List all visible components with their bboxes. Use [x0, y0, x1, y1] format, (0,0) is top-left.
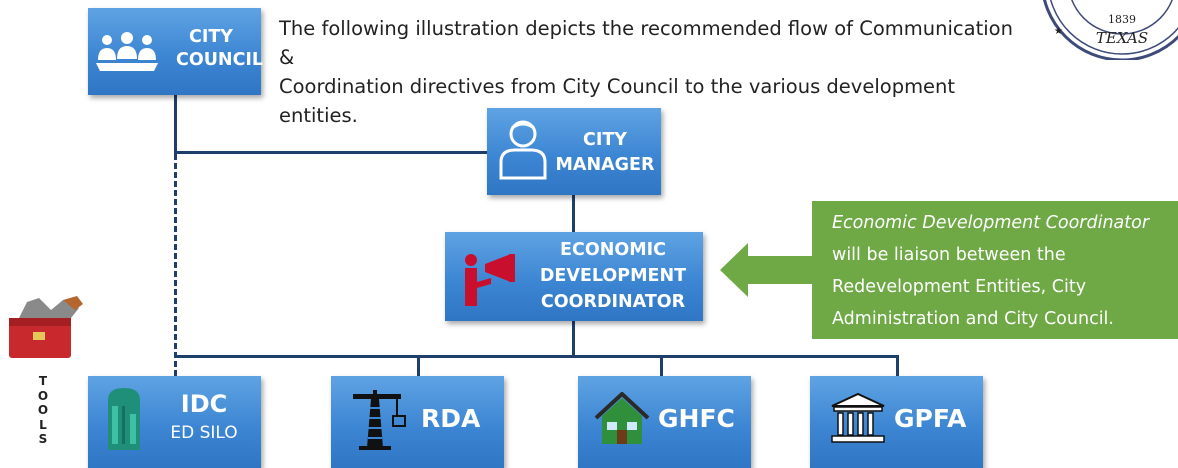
ghfc-box: GHFC	[578, 376, 751, 468]
tools-letter-3: O	[37, 403, 49, 417]
callout-line-1: will be liaison between the	[832, 245, 1066, 265]
tools-letter-2: O	[37, 388, 49, 403]
intro-line-2: Coordination directives from City Counci…	[279, 75, 956, 127]
city-manager-line-1: CITY	[583, 130, 627, 150]
tools-letter-4: L	[39, 417, 47, 432]
bank-icon	[831, 392, 885, 443]
liaison-callout: Economic Development Coordinator will be…	[812, 201, 1178, 339]
silo-icon	[108, 388, 140, 450]
connector-gpfa	[896, 355, 899, 376]
connector-dashed	[174, 154, 177, 376]
city-manager-box: CITY MANAGER	[487, 108, 661, 195]
city-council-line-1: CITY	[189, 27, 233, 47]
idc-line-2: ED SILO	[170, 423, 238, 443]
megaphone-icon	[465, 254, 515, 306]
connector-horizontal-bus	[174, 355, 899, 358]
edc-line-1: ECONOMIC	[560, 240, 666, 260]
edc-box: ECONOMIC DEVELOPMENT COORDINATOR	[445, 232, 703, 321]
connector-edc-down	[572, 321, 575, 356]
edc-line-2: DEVELOPMENT	[539, 266, 687, 286]
city-council-box: CITY COUNCIL	[88, 8, 264, 95]
idc-line-1: IDC	[180, 390, 228, 418]
tools-letter-5: S	[38, 432, 48, 446]
arrow-left-icon	[720, 243, 816, 297]
connector-council-manager	[174, 151, 489, 154]
crane-icon	[353, 390, 406, 450]
group-people-icon	[96, 32, 158, 71]
connector-council-down	[174, 95, 177, 154]
rda-label: RDA	[421, 404, 481, 433]
idc-box: IDC ED SILO	[88, 376, 261, 468]
connector-ghfc	[660, 355, 663, 376]
tools-vertical-label: T O O L S	[28, 374, 58, 447]
tools-letter-1: T	[38, 374, 48, 388]
rda-box: RDA	[331, 376, 504, 468]
intro-text: The following illustration depicts the r…	[279, 14, 1019, 130]
intro-line-1: The following illustration depicts the r…	[279, 17, 1013, 69]
city-seal: 1839 TEXAS ★ ★	[1043, 0, 1178, 60]
house-icon	[594, 392, 650, 444]
callout-title: Economic Development Coordinator	[832, 213, 1150, 233]
seal-year: 1839	[1108, 13, 1136, 26]
ghfc-label: GHFC	[658, 404, 735, 433]
toolbox-icon	[9, 296, 83, 358]
connector-rda	[417, 355, 420, 376]
seal-star-left: ★	[1054, 26, 1063, 37]
connector-manager-edc	[572, 195, 575, 232]
person-icon	[499, 120, 547, 180]
edc-line-3: COORDINATOR	[540, 292, 686, 312]
callout-line-3: Administration and City Council.	[832, 309, 1114, 329]
city-manager-line-2: MANAGER	[555, 155, 655, 175]
gpfa-box: GPFA	[810, 376, 983, 468]
gpfa-label: GPFA	[894, 404, 967, 433]
seal-state: TEXAS	[1096, 29, 1148, 47]
city-council-line-2: COUNCIL	[176, 50, 264, 70]
callout-line-2: Redevelopment Entities, City	[832, 277, 1087, 297]
